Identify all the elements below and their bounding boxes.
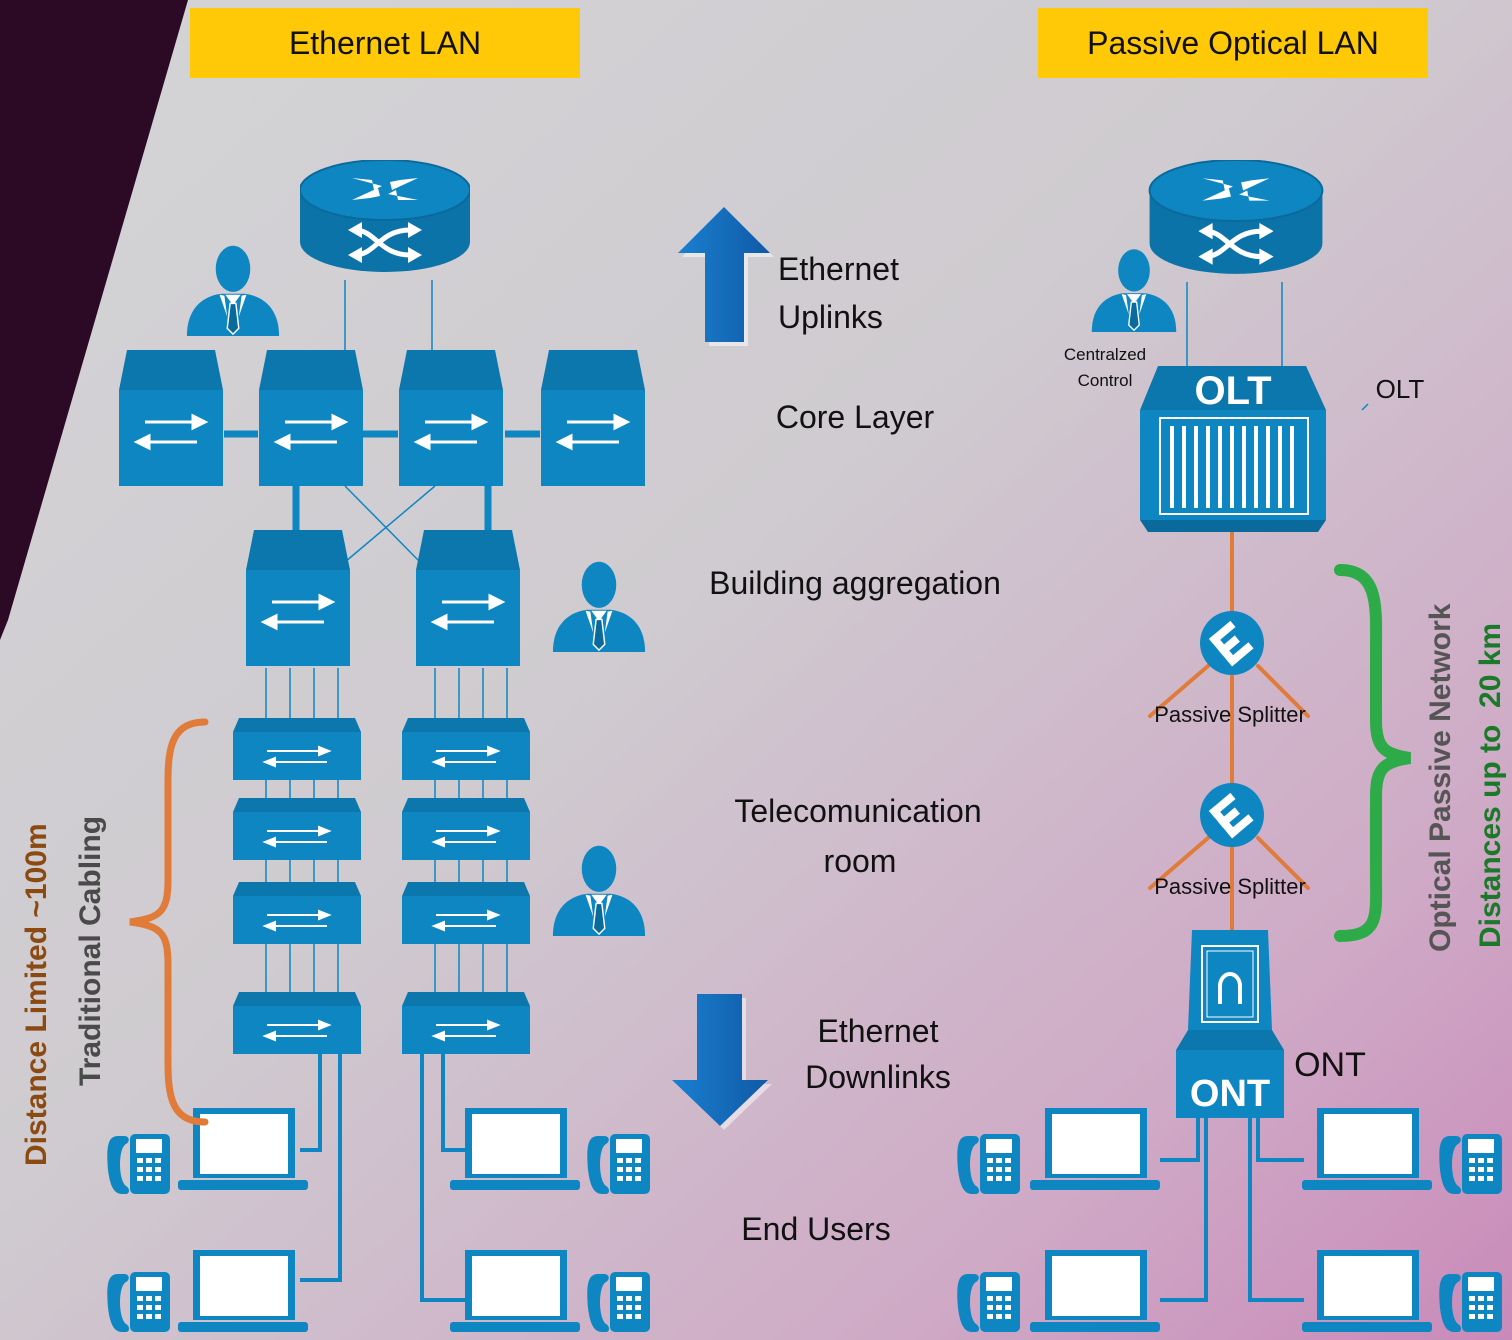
access-switch-1a-icon [233,718,361,780]
optical-passive-network-label: Optical Passive Network [1424,603,1457,952]
phone-right-1-icon [957,1134,1020,1194]
phone-left-1-icon [107,1134,170,1194]
passive-splitter-1-label: Passive Splitter [1154,702,1306,727]
phone-left-4-icon [587,1272,650,1332]
access-switch-2c-icon [402,882,530,944]
building-aggregation-label: Building aggregation [709,565,1001,601]
laptop-left-4-icon [450,1250,580,1332]
passive-splitter-2-label: Passive Splitter [1154,874,1306,899]
aggregation-switch-1-icon [246,530,350,666]
down-arrow-icon [672,994,772,1130]
ethernet-uplinks-line2: Uplinks [778,299,883,335]
olt-badge-text: OLT [1194,369,1271,413]
phone-right-4-icon [1439,1272,1502,1332]
laptop-right-1-icon [1030,1108,1160,1190]
phone-right-3-icon [1439,1134,1502,1194]
header-ethernet-lan-label: Ethernet LAN [289,25,481,61]
ethernet-uplinks-line1: Ethernet [778,251,899,287]
dark-corner-decoration [0,0,188,640]
ont-badge-text: ONT [1190,1073,1270,1115]
up-arrow-icon [678,207,774,346]
ont-label: ONT [1294,1046,1366,1084]
ont-device-icon: ONT [1176,930,1284,1118]
laptop-right-2-icon [1030,1250,1160,1332]
core-switch-3-icon [399,350,503,486]
core-switch-1-icon [119,350,223,486]
aggregation-switch-2-icon [416,530,520,666]
phone-left-2-icon [107,1272,170,1332]
passive-splitter-2-icon [1200,783,1264,847]
core-layer-label: Core Layer [776,399,935,435]
distance-20km-label: Distances up to 20 km [1474,623,1507,948]
olt-device-icon: OLT [1140,366,1326,532]
header-passive-optical-lan-label: Passive Optical LAN [1087,25,1379,61]
end-users-label: End Users [741,1211,890,1247]
laptop-right-3-icon [1302,1108,1432,1190]
phone-left-3-icon [587,1134,650,1194]
ethernet-router-icon [300,160,470,272]
access-switch-1d-icon [233,992,361,1054]
laptop-left-2-icon [178,1250,308,1332]
laptop-left-3-icon [450,1108,580,1190]
header-passive-optical-lan: Passive Optical LAN [1038,8,1428,78]
ethernet-lan-topology: Distance Limited ~100m Traditional Cabli… [20,160,650,1332]
olt-router-icon [1150,160,1323,274]
core-switch-2-icon [259,350,363,486]
olt-label: OLT [1376,374,1425,404]
center-layer-labels: Ethernet Uplinks Core Layer Building agg… [672,207,1001,1247]
cabling-brace [129,718,209,1126]
header-ethernet-lan: Ethernet LAN [190,8,580,78]
telecom-room-line1: Telecomunication [734,793,981,829]
passive-splitter-1-icon [1200,611,1264,675]
traditional-cabling-label: Traditional Cabling [74,816,107,1086]
passive-optical-lan-topology: Centralzed Control OLT OLT Passive Split… [957,160,1507,1332]
optical-network-brace [1334,564,1411,942]
central-control-line1: Centralzed [1064,345,1146,364]
access-switch-2b-icon [402,798,530,860]
access-switch-2d-icon [402,992,530,1054]
phone-right-2-icon [957,1272,1020,1332]
distance-limited-label: Distance Limited ~100m [20,823,53,1166]
telecom-room-line2: room [824,843,897,879]
central-control-line2: Control [1078,371,1133,390]
access-switch-2a-icon [402,718,530,780]
access-switch-1c-icon [233,882,361,944]
ethernet-downlinks-line1: Ethernet [818,1013,939,1049]
core-switch-4-icon [541,350,645,486]
ethernet-downlinks-line2: Downlinks [805,1059,951,1095]
access-switch-1b-icon [233,798,361,860]
laptop-right-4-icon [1302,1250,1432,1332]
